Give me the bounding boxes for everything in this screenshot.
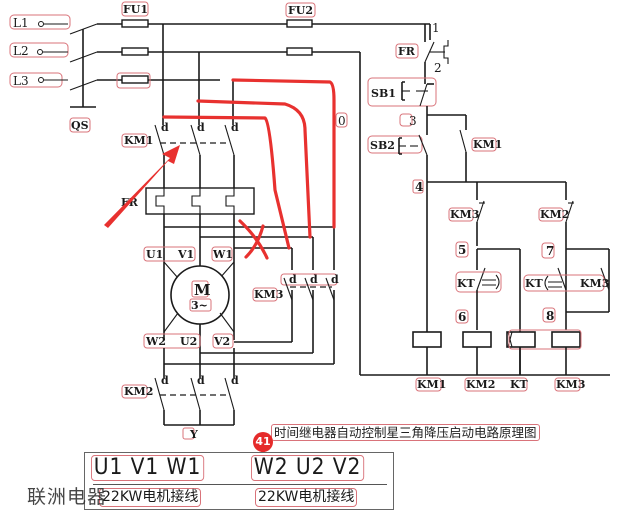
node-3: 3: [409, 114, 417, 128]
red-arrow-icon: [104, 145, 180, 228]
svg-text:d: d: [231, 121, 239, 134]
svg-text:d: d: [289, 273, 297, 286]
fuse-fu1-l3: [121, 75, 149, 84]
coil-km3: [551, 331, 581, 348]
node-0: 0: [338, 114, 346, 128]
caption-right: 22KW电机接线: [255, 488, 358, 507]
svg-text:d: d: [331, 273, 339, 286]
coil-km2-label: KM2: [466, 378, 495, 391]
svg-text:d: d: [231, 374, 239, 387]
fu2-label: FU2: [288, 4, 313, 17]
node-5: 5: [458, 243, 466, 257]
terminal-l3: [38, 77, 44, 83]
red-annotations: 0: [104, 78, 348, 260]
red-cross-stroke-2: [244, 224, 265, 259]
label-box-l1: [9, 14, 71, 30]
km1-main-label: KM1: [124, 134, 153, 147]
panel-divider: [93, 484, 387, 485]
thermal-relay-fr: FR: [121, 187, 255, 215]
svg-text:d: d: [161, 374, 169, 387]
notification-badge[interactable]: 41: [253, 432, 273, 452]
km3-interlock-label: KM3: [450, 208, 479, 221]
phase-inputs: L1 L2 L3: [9, 14, 71, 88]
node-7: 7: [546, 244, 554, 258]
terminal-l2: [37, 49, 43, 55]
coil-km1: [412, 331, 442, 348]
node-6: 6: [458, 310, 466, 324]
motor-symbol: M: [194, 281, 211, 299]
fuse-fu2-b: [286, 47, 313, 56]
lower-bridge: [163, 290, 335, 378]
phase-l3-label: L3: [13, 74, 29, 88]
coil-km1-label: KM1: [417, 378, 446, 391]
kt-nc-label: KT: [457, 277, 476, 290]
terminal-w1-label: W1: [212, 248, 233, 261]
terminal-u2-label: U2: [180, 335, 197, 348]
coil-km2: [462, 331, 492, 348]
km3-main-label: KM3: [254, 288, 283, 301]
kt-no-label: KT: [525, 277, 544, 290]
watermark-text: 联洲电器: [27, 486, 108, 508]
motor: U1 V1 W1 M 3~ W2 U2 V2: [143, 246, 235, 349]
terminal-row-delta: W2 U2 V2: [251, 455, 365, 481]
badge-pointer: [259, 449, 267, 454]
label-box-l2: [9, 42, 69, 58]
star-label: Y: [189, 428, 198, 441]
svg-text:d: d: [197, 374, 205, 387]
km2-main-label: KM2: [124, 385, 153, 398]
terminal-l1: [38, 21, 44, 27]
red-annotation-line-c: [162, 115, 291, 250]
red-annotation-line-b: [196, 99, 312, 239]
km1-hold-label: KM1: [473, 138, 502, 151]
terminal-v1-label: V1: [177, 248, 194, 261]
terminal-row-star: U1 V1 W1: [91, 455, 205, 481]
caption-left: 22KW电机接线: [99, 488, 202, 507]
node-4: 4: [415, 180, 423, 194]
main-verticals: d d d KM1: [121, 24, 239, 350]
phase-l2-label: L2: [13, 44, 29, 58]
km2-interlock-label: KM2: [540, 208, 569, 221]
svg-text:d: d: [197, 121, 205, 134]
qs-switch: QS: [69, 23, 98, 133]
sb1-label: SB1: [371, 87, 396, 100]
km2-star-contacts: d d d KM2 Y: [121, 374, 239, 441]
fuse-fu1-l2: [121, 47, 149, 56]
fuse-fu2-a: [286, 19, 313, 28]
main-bus: FU1 FU2: [97, 1, 431, 375]
diagram-title: 时间继电器自动控制星三角降压启动电路原理图: [271, 424, 540, 441]
phase-l1-label: L1: [13, 16, 29, 30]
red-cross-stroke-1: [238, 219, 269, 260]
sb2-label: SB2: [370, 139, 395, 152]
red-annotation-line-a: [231, 78, 336, 229]
coil-kt-label: KT: [510, 378, 529, 391]
svg-text:d: d: [310, 273, 318, 286]
terminal-wiring-panel: U1 V1 W1 W2 U2 V2 22KW电机接线 22KW电机接线: [84, 452, 394, 510]
svg-text:d: d: [161, 121, 169, 134]
terminal-w2-label: W2: [145, 335, 166, 348]
fu1-label: FU1: [123, 3, 148, 16]
motor-type: 3~: [191, 299, 208, 312]
control-circuit: 1 FR 2 SB1 3 KM1 SB2 4: [360, 21, 610, 392]
terminal-u1-label: U1: [146, 248, 163, 261]
terminal-v2-label: V2: [213, 335, 230, 348]
node-1: 1: [432, 21, 440, 35]
coil-km3-label: KM3: [556, 378, 585, 391]
fuse-fu1-l1: [121, 19, 149, 28]
fr-control-label: FR: [398, 45, 416, 58]
coil-kt: [506, 331, 536, 348]
node-2: 2: [434, 61, 442, 75]
km3-hold-label: KM3: [580, 277, 609, 290]
km3-main-contacts: d d d KM3: [252, 273, 339, 302]
node-8: 8: [546, 309, 554, 323]
qs-label: QS: [71, 119, 89, 132]
delta-bridge: [164, 226, 335, 270]
